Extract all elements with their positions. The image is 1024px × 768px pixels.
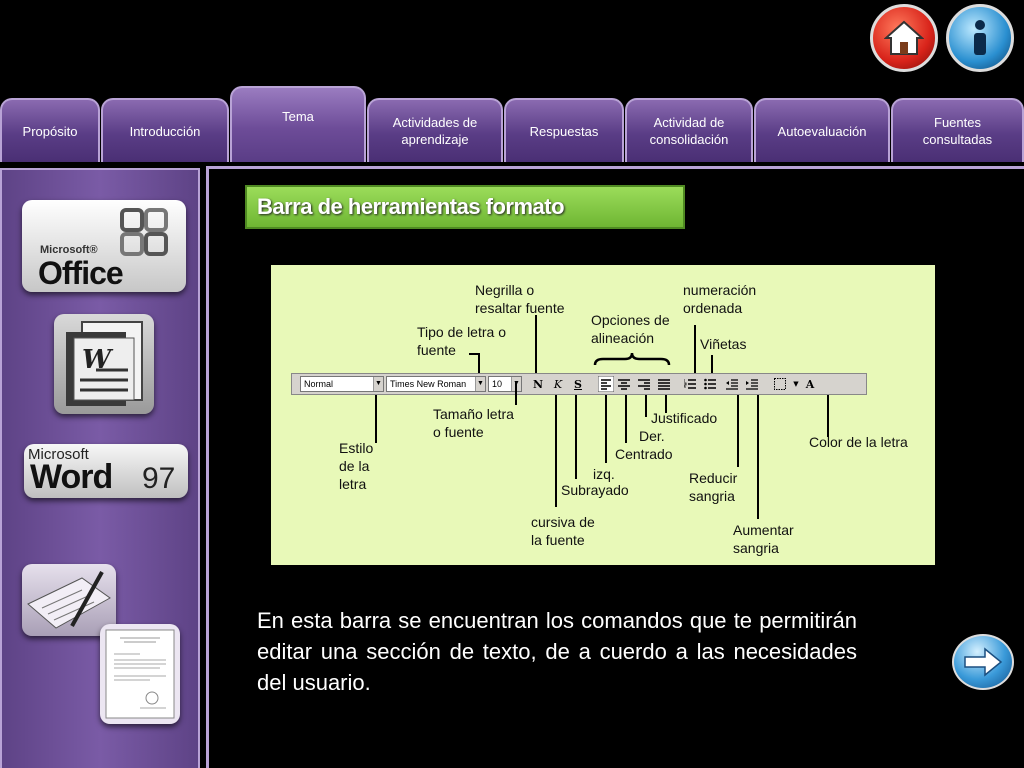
chevron-down-icon: ▼ [373,377,383,391]
label-subrayado: Subrayado [561,482,629,498]
callout-line [757,395,759,519]
label-izq: izq. [593,466,615,482]
document-image [100,624,180,724]
label-reducir: Reducir sangria [689,470,738,504]
sidebar: Microsoft® Office W Microsoft Word 97 [0,168,200,768]
label-tamano: Tamaño letra o fuente [433,406,514,440]
next-button[interactable] [952,634,1014,690]
callout-line [469,353,479,355]
italic-icon: K [553,378,563,391]
label-opciones-alineacion: Opciones de alineación [591,312,670,346]
font-combo: Times New Roman ▼ [386,376,486,392]
label-der: Der. [639,428,665,444]
callout-line [605,395,607,463]
info-button[interactable] [946,4,1014,72]
main-tabs: Propósito Introducción Tema Actividades … [0,86,1024,162]
chevron-down-icon: ▼ [793,380,799,388]
tab-label: Fuentes consultadas [922,115,993,147]
chevron-down-icon: ▼ [475,377,485,391]
style-value: Normal [304,379,334,389]
callout-line [625,395,627,443]
align-center-icon [618,379,630,390]
label-color: Color de la letra [809,434,908,450]
align-justify-icon [658,379,670,390]
callout-line [535,315,537,373]
content-panel: Barra de herramientas formato Normal ▼ T… [206,166,1024,768]
callout-line [665,395,667,413]
tab-label: Autoevaluación [777,123,867,139]
underline-icon: S [574,378,582,391]
office-logo-icon [120,208,168,256]
numbered-list-icon [684,379,696,389]
align-right-icon [638,379,650,390]
callout-line [478,353,480,373]
callout-line [737,395,739,467]
callout-line [375,395,377,443]
tab-introduccion[interactable]: Introducción [101,98,229,162]
word-document-icon: W [66,321,143,406]
office-brand-big: Office [38,255,124,291]
office-logo-card: Microsoft® Office [22,200,186,292]
description-text: En esta barra se encuentran los comandos… [257,608,857,695]
tab-label: Actividad de consolidación [649,115,729,147]
bullet-list-icon [704,378,716,390]
tab-actividad-consolidacion[interactable]: Actividad de consolidación [625,98,753,162]
label-numeracion: numeración ordenada [683,282,757,316]
writing-image [22,564,116,636]
border-icon [774,378,786,390]
callout-line [645,395,647,417]
word-letter: W [82,345,114,375]
tab-autoevaluacion[interactable]: Autoevaluación [754,98,890,162]
callout-line [827,395,829,437]
label-vinetas: Viñetas [700,336,747,352]
tab-label: Propósito [22,123,78,139]
align-left-icon [598,376,614,392]
tab-tema[interactable]: Tema [230,86,366,162]
label-tipo-letra: Tipo de letra o fuente [417,324,506,358]
callout-line [555,395,557,507]
callout-line [711,355,713,373]
word97-logo-card: Microsoft Word 97 [24,444,188,498]
word-logo-card: W [54,314,154,414]
tab-respuestas[interactable]: Respuestas [504,98,624,162]
tab-actividades-aprendizaje[interactable]: Actividades de aprendizaje [367,98,503,162]
size-value: 10 [492,379,503,389]
word97-version: 97 [142,462,176,495]
font-value: Times New Roman [390,379,467,389]
tab-label: Introducción [129,123,201,139]
format-toolbar: Normal ▼ Times New Roman ▼ 10 ▼ N K S [291,373,867,395]
label-centrado: Centrado [615,446,673,462]
home-button[interactable] [870,4,938,72]
label-negrilla: Negrilla o resaltar fuente [475,282,565,316]
callout-line [575,395,577,479]
increase-indent-icon [746,379,758,390]
arrow-right-icon [964,647,1003,677]
label-justificado: Justificado [651,410,718,426]
label-aumentar: Aumentar sangria [733,522,794,556]
letter-document-icon [105,629,175,719]
tab-label: Actividades de aprendizaje [392,115,478,147]
word97-brand-big: Word [30,458,113,496]
page-title: Barra de herramientas formato [245,185,685,229]
home-icon [884,20,924,55]
info-icon [974,20,986,55]
callout-line [515,381,517,405]
tab-fuentes-consultadas[interactable]: Fuentes consultadas [891,98,1024,162]
label-estilo: Estilo de la letra [339,440,374,492]
font-color-icon: A [805,378,815,391]
style-combo: Normal ▼ [300,376,384,392]
bold-icon: N [532,378,544,391]
tab-proposito[interactable]: Propósito [0,98,100,162]
callout-line [694,325,696,373]
tab-label: Tema [282,109,314,124]
tab-label: Respuestas [529,123,599,139]
alignment-brace [593,352,671,366]
label-cursiva: cursiva de la fuente [531,514,595,548]
office-brand-small: Microsoft® [40,244,98,256]
word97-brand-small: Microsoft [28,446,89,463]
toolbar-diagram: Normal ▼ Times New Roman ▼ 10 ▼ N K S [271,265,935,565]
decrease-indent-icon [726,379,738,390]
pen-paper-icon [27,571,111,629]
